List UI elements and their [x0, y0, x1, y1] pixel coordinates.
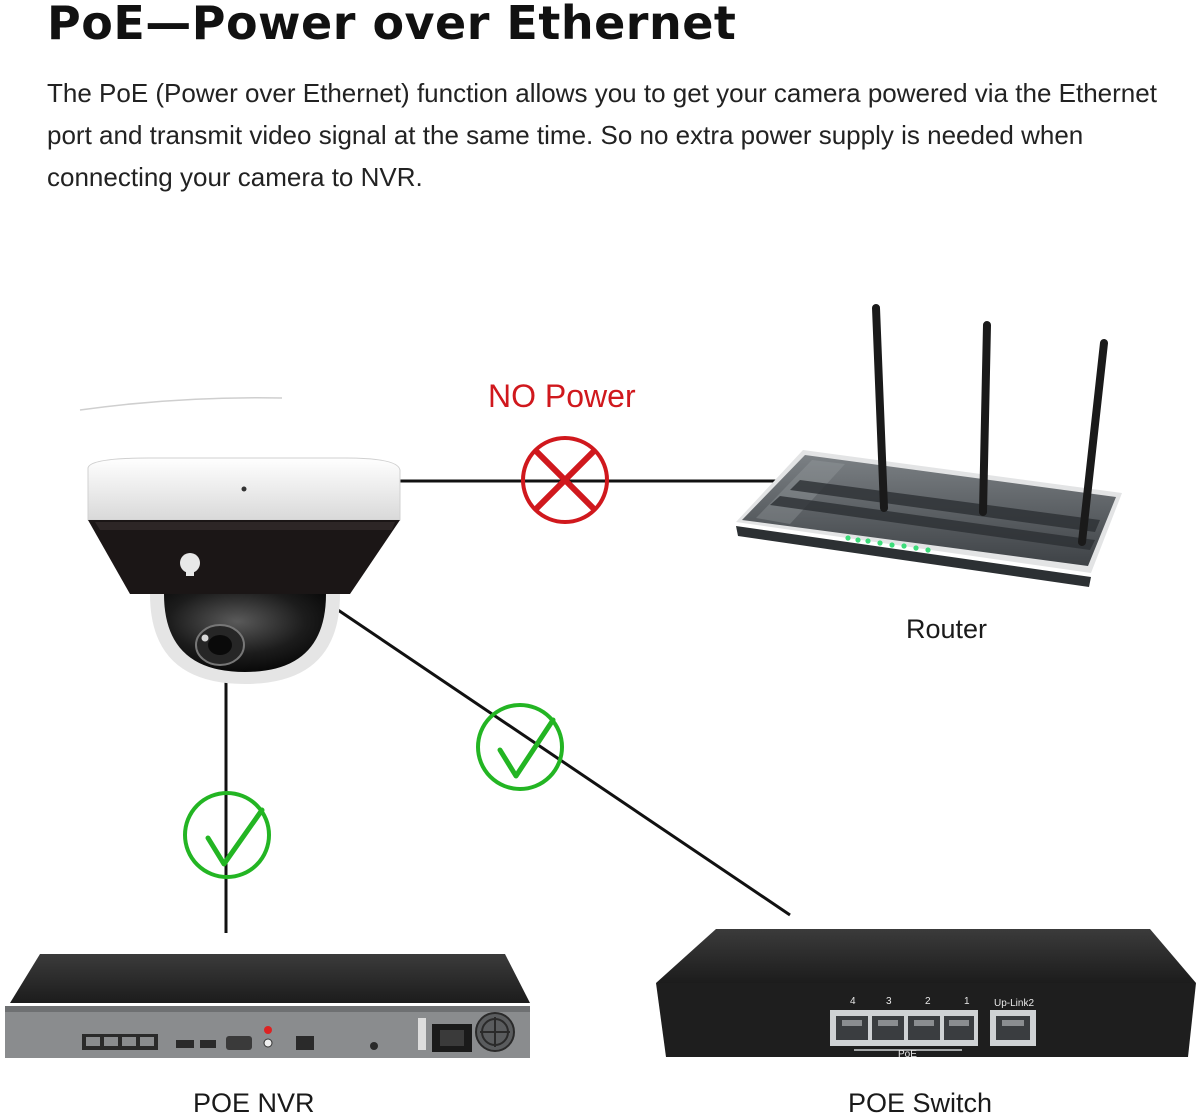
- no-power-label: NO Power: [488, 378, 636, 414]
- switch-port-number: 2: [925, 996, 931, 1007]
- nvr-label: POE NVR: [193, 1088, 315, 1118]
- check-icon: [476, 703, 564, 791]
- switch-uplink-label: Up-Link2: [994, 998, 1034, 1009]
- switch-port-number: 3: [886, 996, 892, 1007]
- switch-port-number: 1: [964, 996, 970, 1007]
- switch-poe-label: PoE: [898, 1049, 917, 1060]
- switch-port-number: 4: [850, 996, 856, 1007]
- router: [736, 304, 1122, 587]
- router-label: Router: [906, 614, 988, 644]
- check-icon: [183, 791, 271, 879]
- switch-label: POE Switch: [848, 1088, 993, 1118]
- cross-icon: [521, 436, 609, 524]
- dome-camera: [79, 397, 401, 684]
- poe-switch: 4 3 2 1 Up-Link2 PoE: [656, 929, 1196, 1060]
- poe-nvr: [5, 954, 530, 1058]
- page-title: PoE—Power over Ethernet: [47, 0, 737, 50]
- intro-paragraph: The PoE (Power over Ethernet) function a…: [47, 78, 1157, 192]
- line-camera-switch: [337, 608, 791, 917]
